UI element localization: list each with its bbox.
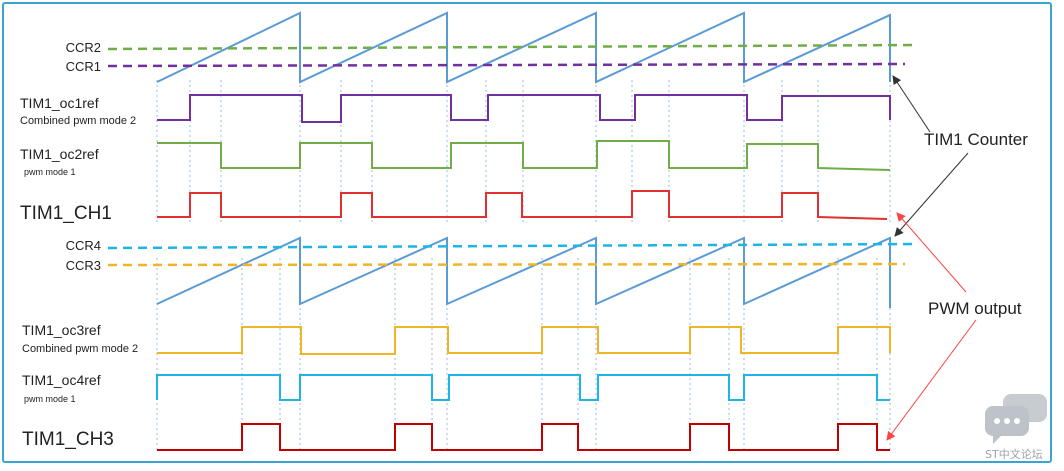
ch3-label: TIM1_CH3 <box>22 429 114 450</box>
ccr3-label: CCR3 <box>66 258 101 273</box>
oc1ref-mode-label: Combined pwm mode 2 <box>20 115 136 127</box>
ch1-label: TIM1_CH1 <box>20 203 112 224</box>
ccr1-label: CCR1 <box>66 59 101 74</box>
counter-arrow-upper <box>892 75 931 133</box>
ch3-waveform <box>157 423 890 451</box>
counter-arrow-lower <box>894 152 969 237</box>
oc2ref-mode-label: pwm mode 1 <box>24 167 76 177</box>
pwm-output-annotation: PWM output <box>928 299 1022 318</box>
ccr4-line <box>107 242 919 250</box>
tim1-counter-sawtooth-upper <box>156 11 891 84</box>
oc2ref-waveform <box>157 140 891 171</box>
tim1-counter-sawtooth-lower <box>156 236 891 308</box>
watermark-logo: ST中文论坛 <box>985 394 1047 461</box>
oc1ref-waveform <box>157 94 891 123</box>
chat-bubble-icon <box>985 394 1047 444</box>
watermark-text: ST中文论坛 <box>985 447 1043 461</box>
oc3ref-waveform <box>157 326 891 355</box>
pwm-arrow-upper <box>896 212 967 293</box>
ccr4-label: CCR4 <box>66 238 101 253</box>
oc2ref-label: TIM1_oc2ref <box>20 146 99 162</box>
oc4ref-label: TIM1_oc4ref <box>22 372 101 388</box>
oc3ref-mode-label: Combined pwm mode 2 <box>22 343 138 355</box>
ccr2-label: CCR2 <box>66 40 101 55</box>
ccr1-line <box>107 62 906 68</box>
ch1-waveform <box>157 190 888 220</box>
oc1ref-label: TIM1_oc1ref <box>20 95 99 111</box>
oc4ref-waveform <box>156 374 890 401</box>
pwm-arrow-lower <box>886 319 977 441</box>
ccr2-line <box>107 43 919 51</box>
oc4ref-mode-label: pwm mode 1 <box>24 394 76 404</box>
oc3ref-label: TIM1_oc3ref <box>22 322 101 338</box>
tim1-counter-annotation: TIM1 Counter <box>924 130 1028 149</box>
ccr3-line <box>107 262 906 267</box>
diagram-frame <box>2 2 1052 463</box>
